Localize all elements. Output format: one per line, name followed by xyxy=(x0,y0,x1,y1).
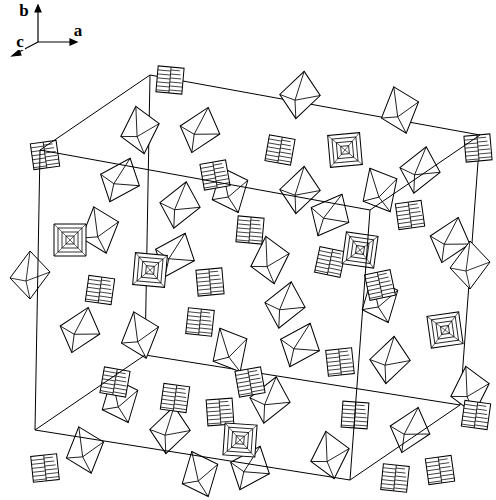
concentric-tetrahedron xyxy=(133,253,168,288)
octahedron xyxy=(276,68,324,122)
hatched-tetrahedron xyxy=(326,348,355,377)
octahedron xyxy=(92,150,149,210)
octahedron xyxy=(154,177,205,234)
octahedron xyxy=(272,315,329,375)
unit-cell-back xyxy=(145,75,480,405)
hatched-tetrahedron xyxy=(464,134,492,162)
axis-label: a xyxy=(73,22,84,39)
octahedron xyxy=(116,103,164,157)
axis-label: c xyxy=(15,33,25,50)
hatched-tetrahedron xyxy=(395,200,424,229)
octahedron xyxy=(366,333,414,387)
octahedron xyxy=(53,301,107,360)
octahedron xyxy=(450,241,490,289)
octahedra xyxy=(10,68,494,500)
hatched-tetrahedron xyxy=(235,367,265,397)
concentric-tetrahedron xyxy=(342,232,378,268)
hatched-tetrahedron xyxy=(200,160,230,190)
unit-cell-front xyxy=(35,75,480,480)
hatched-tetrahedron xyxy=(186,308,215,337)
octahedron xyxy=(394,142,445,199)
hatched-tetrahedron xyxy=(425,455,454,484)
hatched-tetrahedron xyxy=(85,275,114,304)
hatched-tetrahedron xyxy=(365,270,396,301)
octahedron xyxy=(10,251,50,299)
concentric-tetrahedron xyxy=(328,133,363,168)
hatched-tetrahedron xyxy=(31,454,60,483)
octahedron xyxy=(374,82,425,139)
hatched-tetrahedron xyxy=(206,398,234,426)
hatched-tetrahedron xyxy=(315,247,346,278)
hatched-tetrahedron xyxy=(461,400,490,429)
hatched-tetrahedron xyxy=(30,140,59,169)
octahedron xyxy=(259,277,310,334)
hatched-tetrahedron xyxy=(156,66,184,94)
concentric-tetrahedron xyxy=(223,423,257,457)
concentric-tetrahedra xyxy=(54,133,463,457)
octahedron xyxy=(59,422,110,479)
octahedron xyxy=(173,101,227,160)
hatched-tetrahedron xyxy=(100,367,130,397)
hatched-tetrahedron xyxy=(196,268,224,296)
octahedron xyxy=(114,307,165,364)
hatched-tetrahedron xyxy=(381,464,410,493)
hatched-tetrahedron xyxy=(236,216,264,244)
concentric-tetrahedron xyxy=(54,224,86,256)
hatched-tetrahedron xyxy=(265,135,295,165)
concentric-tetrahedron xyxy=(427,312,463,348)
octahedron xyxy=(383,401,437,460)
hatched-tetrahedron xyxy=(160,383,189,412)
tetrahedra xyxy=(30,66,492,492)
axis-label: b xyxy=(18,2,29,19)
